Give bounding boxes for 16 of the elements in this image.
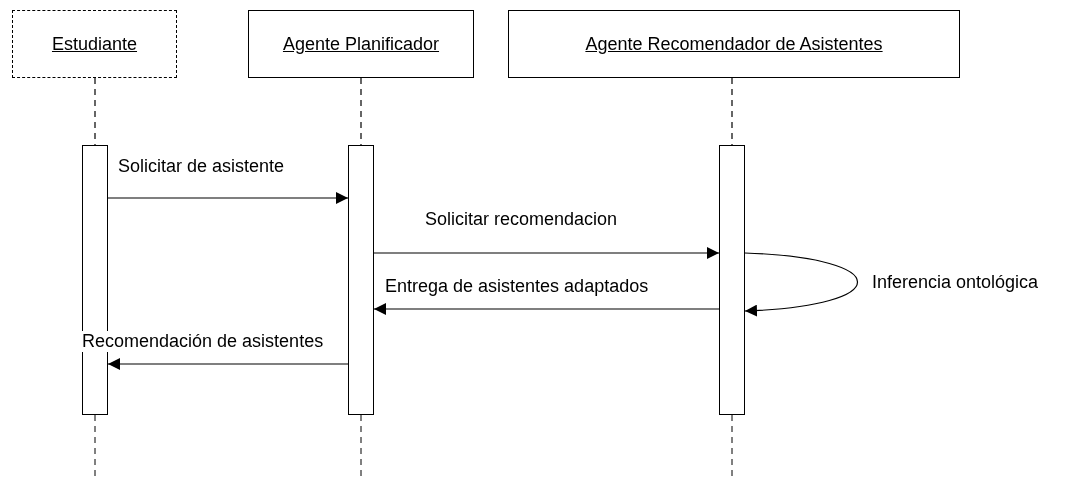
lifeline-header-box — [248, 10, 474, 78]
self-message-arrow — [744, 252, 859, 317]
edge-label: Entrega de asistentes adaptados — [383, 276, 651, 297]
message-arrow — [373, 247, 720, 259]
message-arrow — [373, 303, 720, 315]
activation-bar — [719, 145, 745, 415]
edge-label: Inferencia ontológica — [870, 272, 1041, 293]
participant-name: Estudiante — [51, 33, 138, 55]
lifeline-header-box — [12, 10, 177, 78]
activation-bar — [348, 145, 374, 415]
lifeline-header-box — [508, 10, 960, 78]
edge-label: Recomendación de asistentes — [80, 331, 326, 352]
participant-name: Agente Recomendador de Asistentes — [585, 33, 883, 55]
message-arrow — [107, 192, 349, 204]
participant-name: Agente Planificador — [282, 33, 440, 55]
message-arrow — [107, 358, 349, 370]
